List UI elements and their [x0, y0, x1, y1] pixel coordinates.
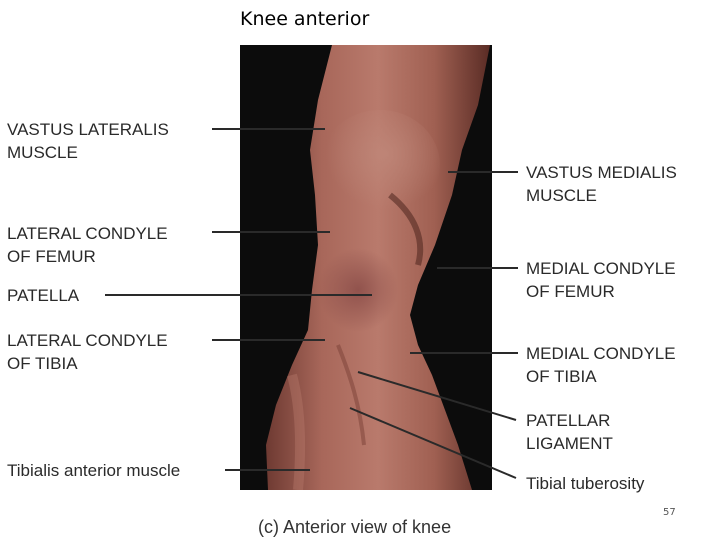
label-line: PATELLAR [526, 411, 611, 430]
label-line: OF TIBIA [526, 367, 597, 386]
label-line: VASTUS MEDIALIS [526, 163, 677, 182]
label-line: MEDIAL CONDYLE [526, 259, 676, 278]
label-lateral-condyle-tibia: LATERAL CONDYLE OF TIBIA [7, 329, 168, 375]
label-vastus-lateralis: VASTUS LATERALIS MUSCLE [7, 118, 169, 164]
label-line: OF FEMUR [526, 282, 615, 301]
label-line: LATERAL CONDYLE [7, 224, 168, 243]
label-tibialis-anterior: Tibialis anterior muscle [7, 459, 180, 482]
label-lateral-condyle-femur: LATERAL CONDYLE OF FEMUR [7, 222, 168, 268]
label-line: LIGAMENT [526, 434, 613, 453]
label-medial-condyle-femur: MEDIAL CONDYLE OF FEMUR [526, 257, 676, 303]
label-line: OF TIBIA [7, 354, 78, 373]
label-line: PATELLA [7, 286, 80, 305]
label-line: LATERAL CONDYLE [7, 331, 168, 350]
figure-caption: (c) Anterior view of knee [258, 517, 452, 537]
label-line: Tibialis anterior muscle [7, 461, 181, 480]
label-medial-condyle-tibia: MEDIAL CONDYLE OF TIBIA [526, 342, 676, 388]
label-line: MUSCLE [7, 143, 78, 162]
label-patella: PATELLA [7, 284, 79, 307]
page-number: 57 [663, 507, 676, 518]
label-vastus-medialis: VASTUS MEDIALIS MUSCLE [526, 161, 677, 207]
label-line: VASTUS LATERALIS [7, 120, 169, 139]
label-line: Tibial tuberosity [526, 474, 645, 493]
slide-title: Knee anterior [240, 8, 370, 30]
label-line: MEDIAL CONDYLE [526, 344, 676, 363]
label-line: OF FEMUR [7, 247, 96, 266]
label-tibial-tuberosity: Tibial tuberosity [526, 472, 644, 495]
label-line: MUSCLE [526, 186, 597, 205]
label-patellar-ligament: PATELLAR LIGAMENT [526, 409, 613, 455]
